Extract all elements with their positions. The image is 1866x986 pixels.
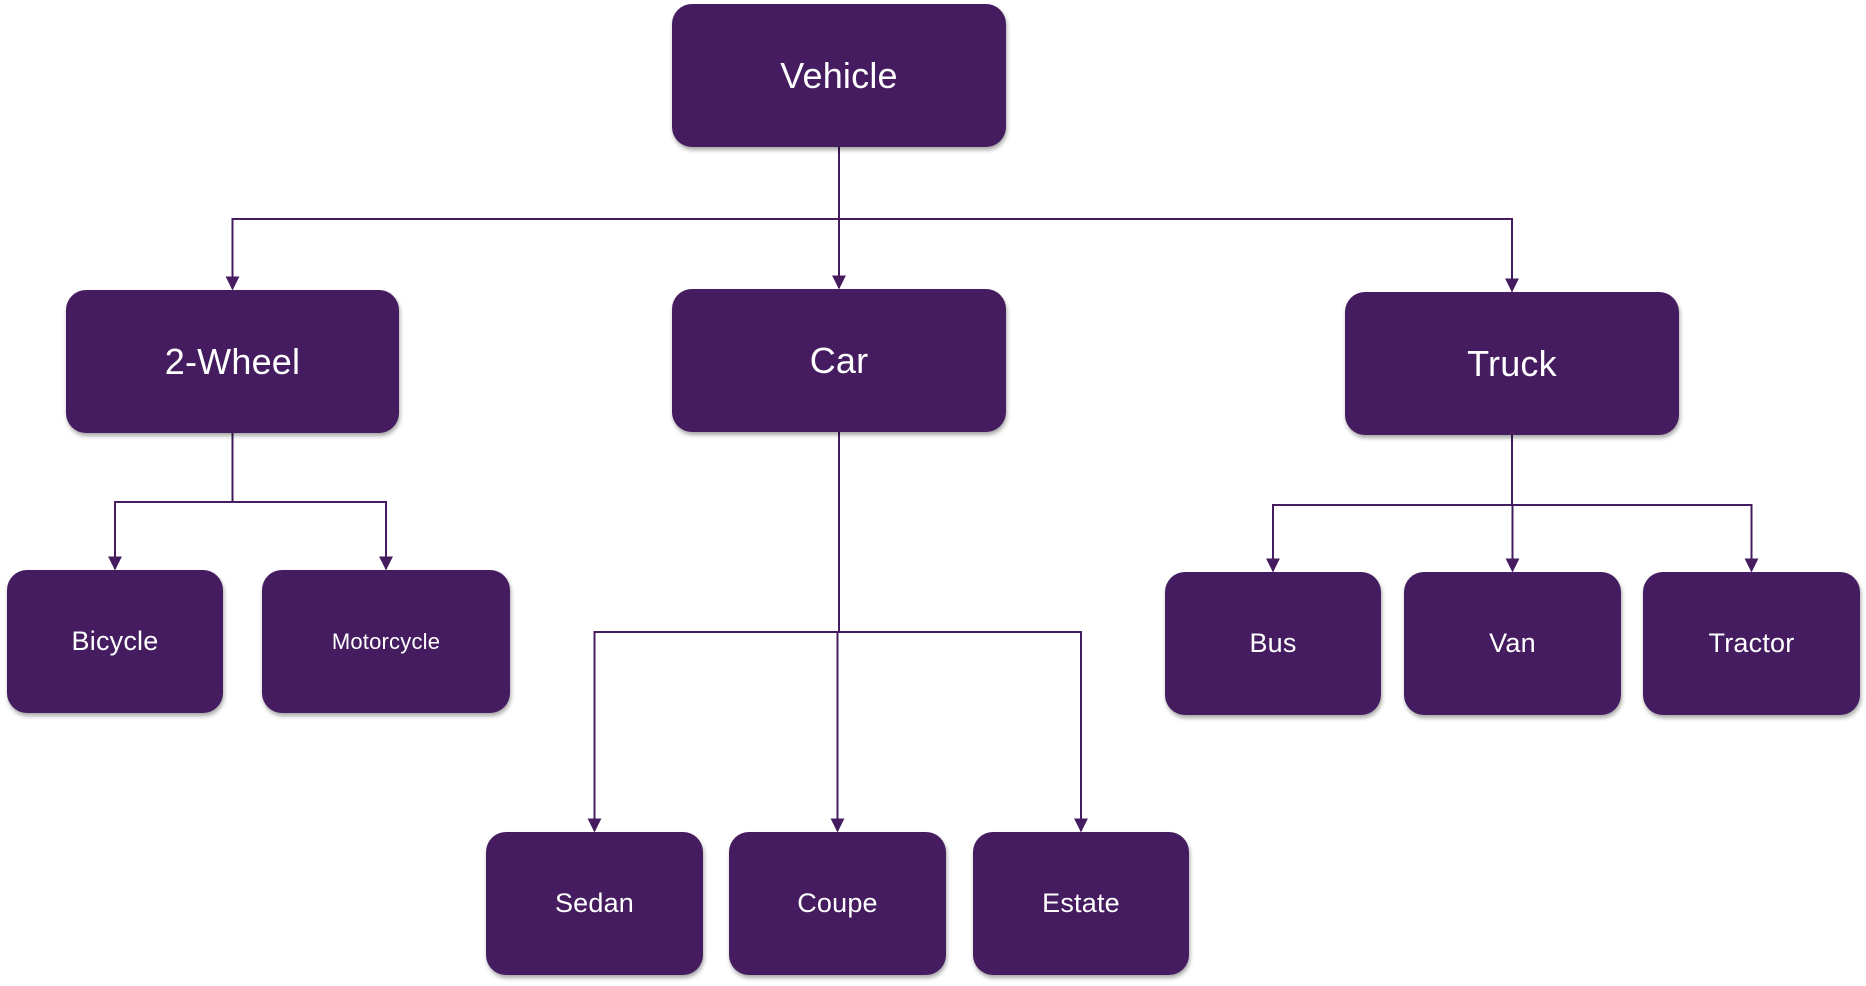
connector-car-to-estate [838,432,1088,833]
node-label: Vehicle [780,54,898,96]
connector-two_wheel-to-bicycle [108,433,234,571]
node-tractor[interactable]: Tractor [1643,572,1860,715]
node-label: 2-Wheel [164,340,301,382]
connector-truck-to-tractor [1511,435,1759,573]
node-label: Van [1489,628,1536,658]
node-bicycle[interactable]: Bicycle [7,570,223,713]
node-label: Motorcycle [331,628,441,654]
connector-truck-to-bus [1266,435,1513,573]
connector-vehicle-to-truck [838,147,1519,293]
node-estate[interactable]: Estate [973,832,1189,975]
node-coupe[interactable]: Coupe [729,832,946,975]
node-label: Tractor [1708,628,1795,658]
node-label: Estate [1042,888,1120,918]
connector-car-to-sedan [587,432,840,833]
node-2-wheel[interactable]: 2-Wheel [66,290,399,433]
node-label: Bicycle [71,626,159,656]
node-car[interactable]: Car [672,289,1006,432]
node-motorcycle[interactable]: Motorcycle [262,570,510,713]
node-label: Sedan [554,888,635,918]
node-sedan[interactable]: Sedan [486,832,703,975]
connector-vehicle-to-two_wheel [225,147,840,291]
node-truck[interactable]: Truck [1345,292,1679,435]
node-label: Bus [1249,628,1297,658]
connector-two_wheel-to-motorcycle [231,433,393,571]
node-label: Coupe [797,888,878,918]
node-label: Car [809,339,869,381]
node-vehicle[interactable]: Vehicle [672,4,1006,147]
node-label: Truck [1467,342,1557,384]
node-bus[interactable]: Bus [1165,572,1381,715]
node-van[interactable]: Van [1404,572,1621,715]
